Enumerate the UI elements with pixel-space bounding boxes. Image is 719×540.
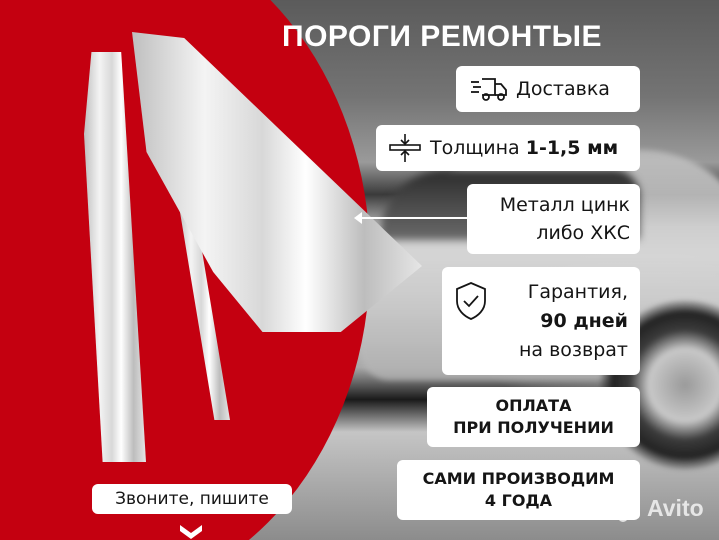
payment-line1: ОПЛАТА bbox=[495, 396, 572, 415]
manufacture-line2: 4 ГОДА bbox=[484, 491, 553, 510]
guarantee-line2: 90 дней bbox=[540, 309, 628, 332]
thickness-label: Толщина bbox=[430, 137, 520, 159]
guarantee-line3: на возврат bbox=[519, 338, 628, 361]
thickness-value: 1-1,5 мм bbox=[525, 137, 619, 159]
page-title: ПОРОГИ РЕМОНТЫЕ bbox=[282, 20, 602, 53]
pointer-arrow bbox=[354, 212, 468, 224]
thickness-text: Толщина 1-1,5 мм bbox=[430, 137, 618, 159]
material-line1: Металл цинк bbox=[499, 194, 630, 216]
feature-thickness: Толщина 1-1,5 мм bbox=[376, 125, 640, 171]
guarantee-line1: Гарантия, bbox=[527, 280, 628, 303]
shield-check-icon bbox=[456, 282, 486, 320]
feature-delivery: Доставка bbox=[456, 66, 640, 112]
manufacture-line1: САМИ ПРОИЗВОДИМ bbox=[422, 469, 615, 488]
call-to-action-label: Звоните, пишите bbox=[115, 489, 269, 509]
avito-brand-text: Avito bbox=[647, 495, 704, 521]
feature-guarantee: Гарантия, 90 дней на возврат bbox=[442, 267, 640, 375]
avito-logo-icon bbox=[614, 495, 644, 522]
feature-material: Металл цинк либо ХКС bbox=[467, 184, 640, 254]
material-line2: либо ХКС bbox=[536, 222, 630, 244]
feature-payment: ОПЛАТА ПРИ ПОЛУЧЕНИИ bbox=[427, 387, 640, 447]
chevron-down-icon bbox=[180, 525, 202, 539]
feature-manufacture: САМИ ПРОИЗВОДИМ 4 ГОДА bbox=[397, 460, 640, 520]
payment-line2: ПРИ ПОЛУЧЕНИИ bbox=[453, 418, 614, 437]
call-to-action-button[interactable]: Звоните, пишите bbox=[92, 484, 292, 514]
delivery-truck-icon bbox=[471, 78, 507, 101]
avito-watermark: Avito bbox=[614, 495, 704, 522]
delivery-label: Доставка bbox=[516, 78, 610, 100]
thickness-icon bbox=[389, 134, 421, 162]
